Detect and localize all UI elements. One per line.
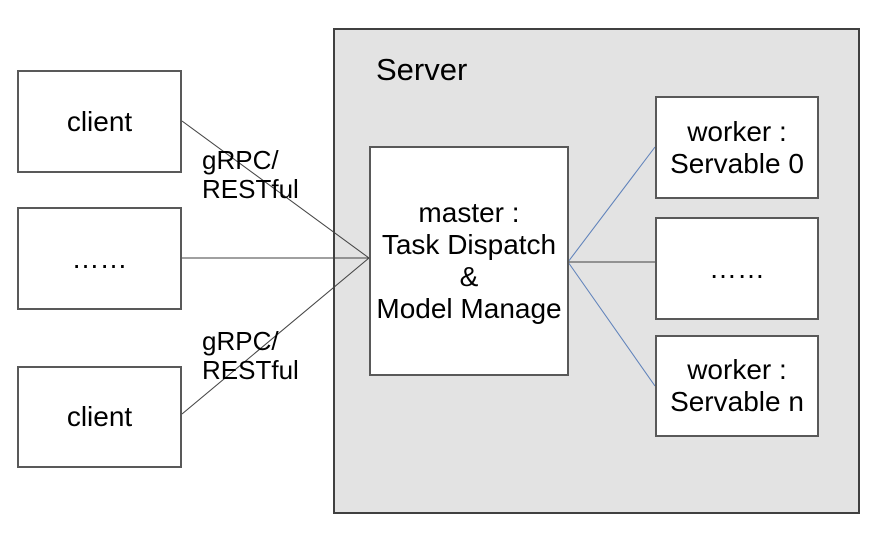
client-box-top: client [17, 70, 182, 173]
client-label: client [66, 401, 133, 432]
worker-box-servable-0: worker : Servable 0 [655, 96, 819, 199]
client-box-ellipsis: …… [17, 207, 182, 310]
ellipsis-label: …… [71, 242, 128, 274]
worker-box-servable-n: worker : Servable n [655, 335, 819, 437]
restful-label-line: RESTful [202, 174, 299, 204]
ellipsis-label: …… [709, 252, 765, 284]
client-label: client [66, 105, 133, 137]
client-box-bottom: client [17, 366, 182, 468]
worker-label-line: Servable 0 [670, 147, 804, 179]
worker-box-ellipsis: …… [655, 217, 819, 320]
grpc-restful-label-bottom: gRPC/ RESTful [202, 327, 299, 385]
worker-label-line: worker : [687, 354, 787, 385]
grpc-restful-label-top: gRPC/ RESTful [202, 146, 299, 204]
master-box: master : Task Dispatch & Model Manage [369, 146, 569, 376]
worker-label-line: Servable n [670, 386, 804, 417]
master-label-line: & [459, 261, 479, 292]
restful-label-line: RESTful [202, 355, 299, 385]
grpc-label-line: gRPC/ [202, 145, 279, 175]
grpc-label-line: gRPC/ [202, 326, 279, 356]
worker-label-line: worker : [687, 115, 787, 147]
master-label-line: Task Dispatch [381, 229, 557, 260]
master-label-line: master : [418, 197, 520, 228]
server-title: Server [376, 52, 468, 87]
master-label-line: Model Manage [376, 293, 562, 324]
